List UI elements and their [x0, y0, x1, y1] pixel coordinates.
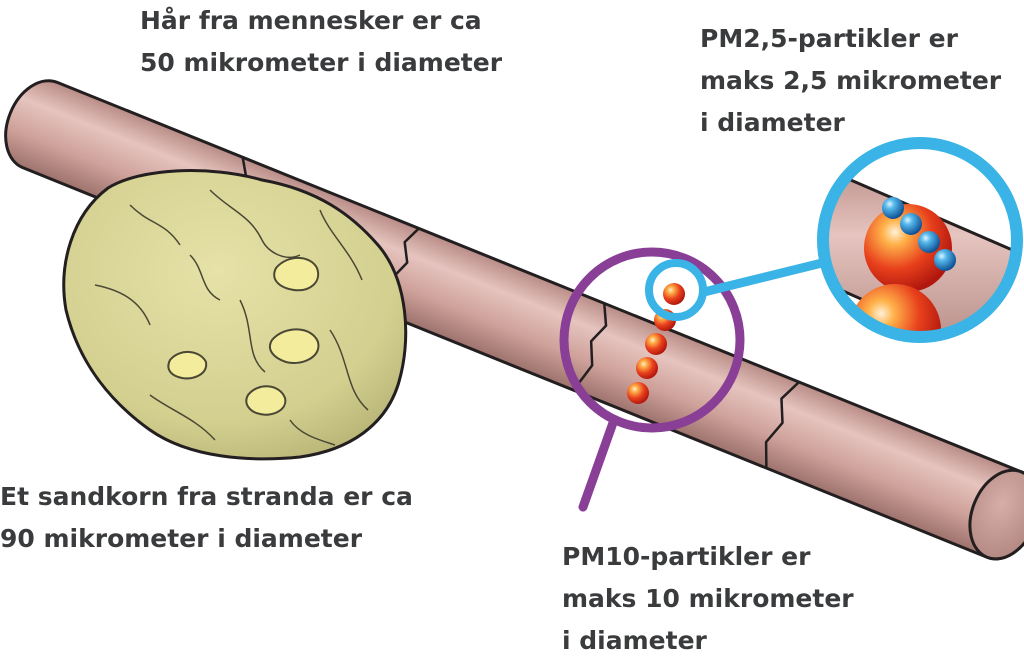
pm25-size-label: PM2,5-partikler er maks 2,5 mikrometer i… — [700, 24, 1002, 137]
sand-pits — [167, 256, 320, 416]
pm10-size-label: PM10-partikler er maks 10 mikrometer i d… — [562, 542, 854, 655]
pm25-pointer — [645, 257, 831, 321]
pm25-particles — [882, 197, 956, 271]
pm25-zoom-view — [817, 137, 1023, 343]
pm10-magnifier — [559, 247, 745, 512]
sand-grain — [62, 169, 408, 461]
hair-end-cap — [968, 468, 1024, 561]
hair-size-label: Hår fra mennesker er ca 50 mikrometer i … — [140, 6, 503, 77]
sand-size-label: Et sandkorn fra stranda er ca 90 mikrome… — [0, 482, 413, 553]
pm10-particle-zoomed — [864, 204, 952, 292]
pm10-particles — [627, 283, 685, 404]
sand-cracks — [94, 189, 369, 446]
